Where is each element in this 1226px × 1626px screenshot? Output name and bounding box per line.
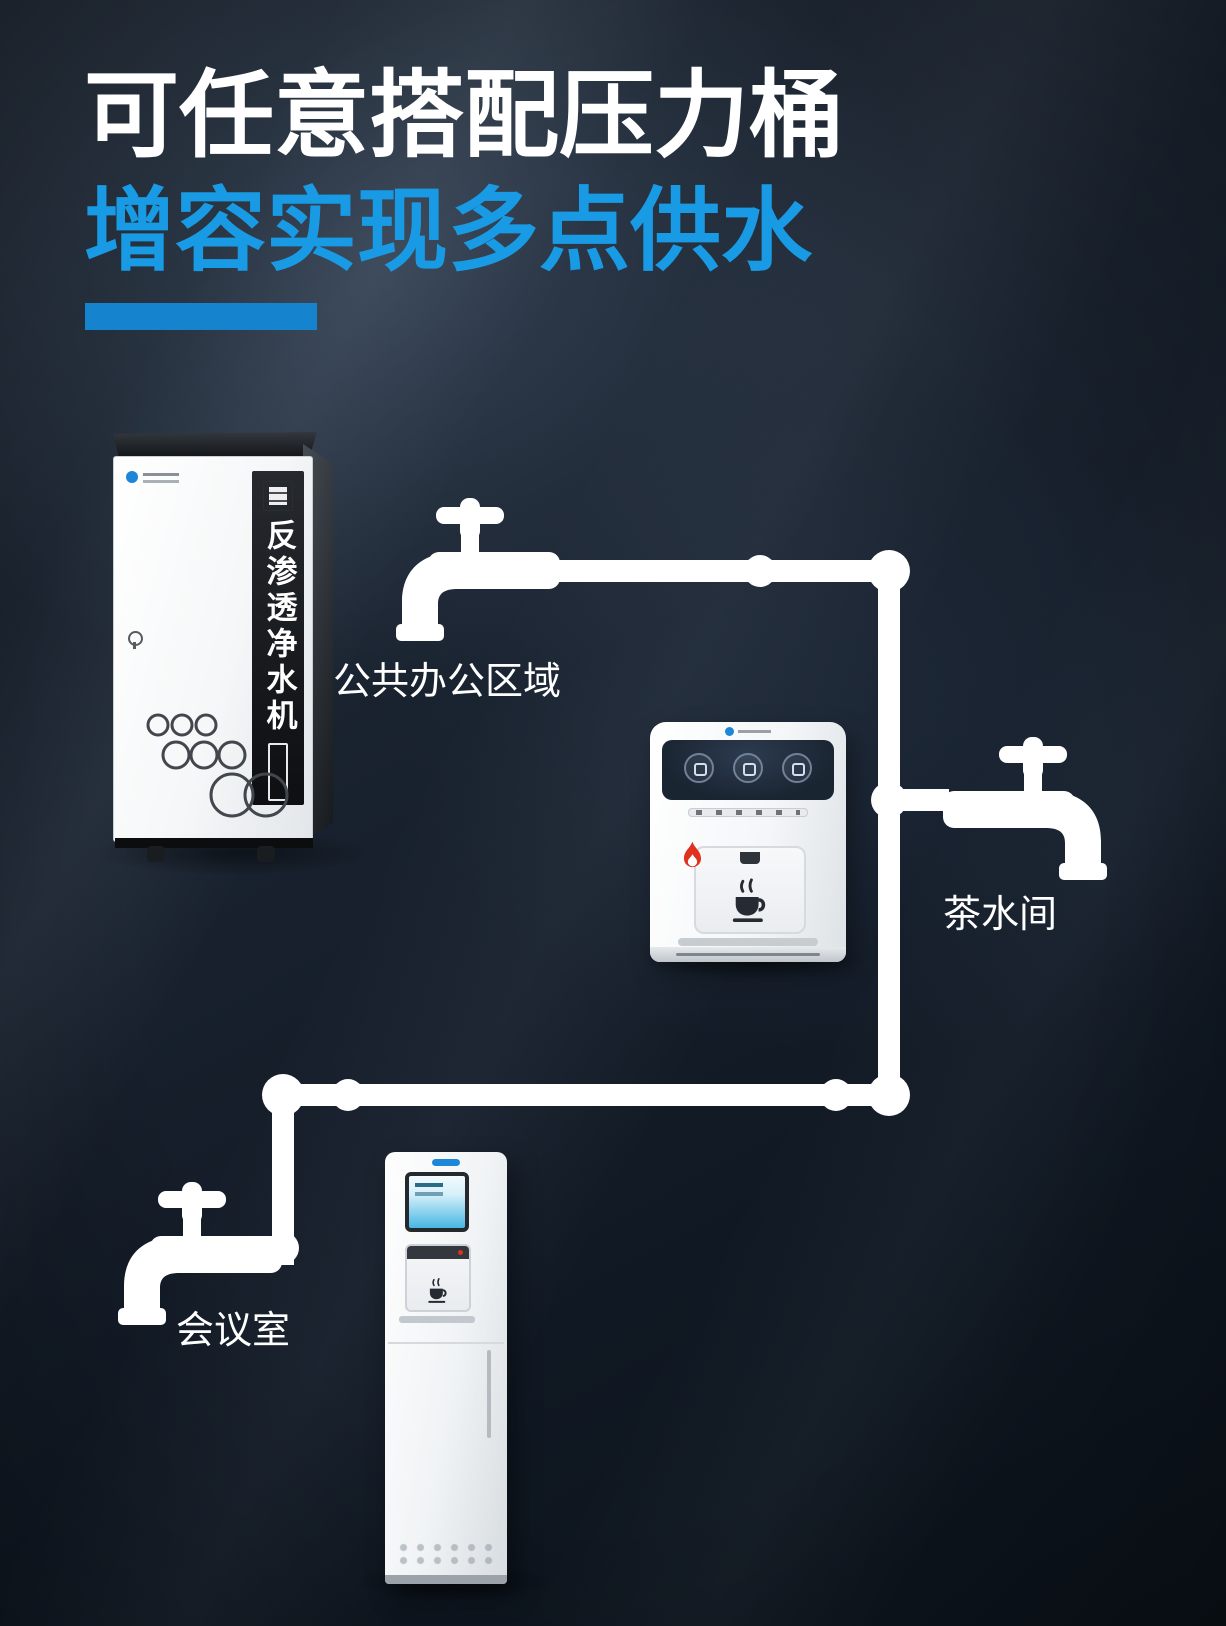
pipe-right-vertical <box>878 560 900 1106</box>
drip-tray <box>678 938 818 946</box>
dispense-bay <box>694 846 806 934</box>
brand-logo <box>126 469 186 487</box>
outlet-label-office: 公共办公区域 <box>333 659 562 703</box>
touch-button <box>684 753 714 783</box>
page-title-line1: 可任意搭配压力桶 <box>84 61 845 171</box>
pipe-top-horizontal <box>505 560 900 582</box>
touch-button <box>733 753 763 783</box>
faucet-icon <box>396 498 560 641</box>
brand-logo-mark <box>126 471 138 483</box>
water-spout <box>740 852 760 864</box>
faucet-icon <box>943 737 1107 880</box>
bubble-ornament <box>395 1541 497 1568</box>
ro-label-strip: 反渗透净水机 <box>252 471 304 805</box>
dispenser-base <box>385 1575 507 1584</box>
pipe-coupler <box>820 1079 852 1111</box>
drip-tray <box>399 1316 475 1323</box>
ro-strip-badge <box>263 481 293 511</box>
door-handle <box>487 1350 491 1438</box>
door-seam <box>388 1342 504 1344</box>
keyhole-icon <box>128 631 143 649</box>
ro-strip-slot <box>268 743 288 801</box>
accent-underline-bar <box>85 303 317 330</box>
touch-button <box>782 753 812 783</box>
brand-logo <box>725 727 771 736</box>
ro-front-panel: 反渗透净水机 <box>113 456 313 842</box>
display-screen <box>405 1172 469 1232</box>
caster-wheel <box>147 846 165 862</box>
control-screen <box>662 740 834 800</box>
hot-cup-icon <box>732 878 766 922</box>
ro-top-panel <box>113 432 317 460</box>
ro-circles-ornament <box>146 713 289 818</box>
ro-side-text: 反渗透净水机 <box>260 519 297 735</box>
pipe-coupler <box>744 555 776 587</box>
pipe-tea-branch <box>889 789 949 811</box>
page-title-line2: 增容实现多点供水 <box>84 179 813 284</box>
brand-logo <box>432 1159 460 1166</box>
status-led <box>458 1250 463 1255</box>
pipe-left-vertical <box>272 1095 294 1265</box>
pipe-coupler <box>332 1079 364 1111</box>
hot-cup-icon <box>428 1278 447 1303</box>
flame-warning-icon <box>683 841 702 868</box>
pipe-bottom-horizontal <box>272 1084 889 1106</box>
ro-purifier-machine: 反渗透净水机 <box>105 432 333 866</box>
outlet-label-tea-room: 茶水间 <box>943 892 1058 936</box>
floor-standing-dispenser <box>385 1152 507 1584</box>
water-spout <box>407 1246 469 1259</box>
wall-mounted-dispenser <box>650 722 846 962</box>
dispense-bay <box>405 1244 471 1312</box>
indicator-row <box>688 808 808 817</box>
dispenser-base <box>650 947 846 962</box>
brand-logo-text-bars <box>143 473 179 476</box>
outlet-label-meeting-room: 会议室 <box>176 1308 291 1352</box>
caster-wheel <box>257 846 275 862</box>
ro-base <box>115 838 313 848</box>
